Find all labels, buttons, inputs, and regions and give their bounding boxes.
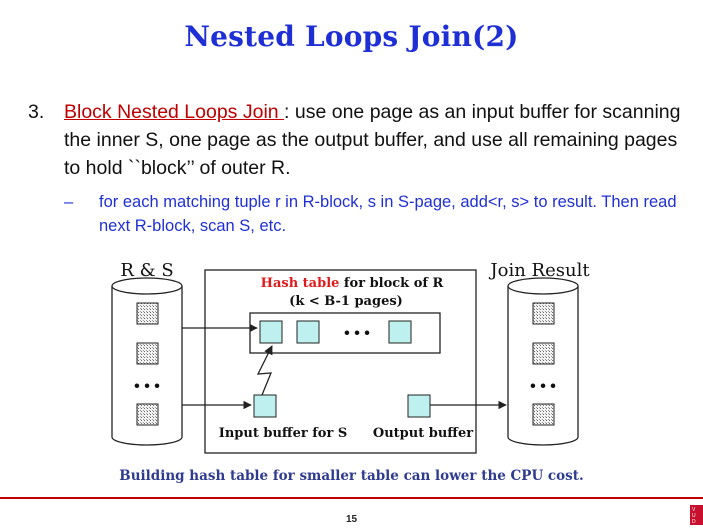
input-buffer-label: Input buffer for S [219, 426, 348, 441]
output-buffer-label: Output buffer [373, 426, 473, 441]
r-and-s-label: R & S [120, 260, 173, 281]
hash-table-size-label: (k < B-1 pages) [289, 294, 403, 309]
diagram-caption: Building hash table for smaller table ca… [119, 468, 584, 484]
item-body: Block Nested Loops Join : use one page a… [64, 98, 688, 182]
hash-table-ellipsis: • • • [344, 325, 370, 342]
hash-table-box [249, 312, 441, 354]
slide-title: Nested Loops Join(2) [184, 20, 519, 53]
disk-ellipsis-left: • • • [134, 378, 160, 395]
disk-page [136, 302, 159, 325]
sub-bullet-dash: – [64, 193, 74, 211]
disk-r-and-s [111, 277, 183, 446]
disk-page [136, 403, 159, 426]
disk-page [532, 302, 555, 325]
footer-divider [0, 497, 703, 499]
main-memory-box [204, 269, 477, 454]
disk-ellipsis-right: • • • [530, 378, 556, 395]
hash-table-label-rest: for block of R [339, 276, 443, 291]
item-description: : use one page as an input buffer for sc… [64, 101, 681, 179]
sub-bullet-text: for each matching tuple r in R-block, s … [99, 193, 677, 235]
disk-join-result [507, 277, 579, 446]
output-buffer-page [407, 394, 431, 418]
probe-zigzag-icon [256, 345, 273, 396]
block-nested-loops-join-link[interactable]: Block Nested Loops Join [64, 101, 285, 123]
item-number: 3. [28, 101, 45, 123]
hash-table-page [259, 320, 283, 344]
hash-table-label-red: Hash table [261, 276, 340, 291]
disk-page [532, 403, 555, 426]
input-buffer-page [253, 394, 277, 418]
hash-table-label: Hash table for block of R [261, 276, 444, 291]
hash-table-page [296, 320, 320, 344]
hash-table-page [388, 320, 412, 344]
disk-page [532, 342, 555, 365]
disk-page [136, 342, 159, 365]
join-result-label: Join Result [488, 260, 590, 281]
page-number: 15 [345, 514, 358, 525]
